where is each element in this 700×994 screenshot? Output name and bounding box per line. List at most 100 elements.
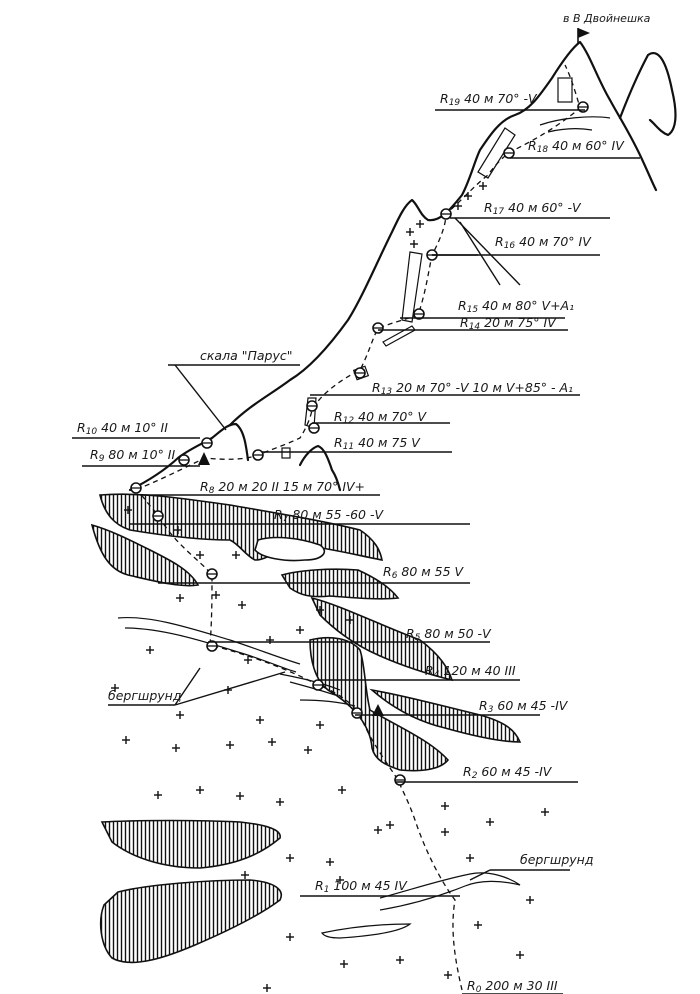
snow-cross-icon <box>316 721 324 729</box>
snow-cross-icon <box>346 616 354 624</box>
pitch-prefix: R <box>425 663 434 678</box>
pitch-description: 80 м 55 -60 -V <box>288 507 384 522</box>
pitch-description: 100 м 45 IV <box>329 878 408 893</box>
pitch-description: 20 м 75° IV <box>480 315 557 330</box>
pitch-description: 80 м 10° II <box>104 447 175 462</box>
pitch-number: 0 <box>476 985 482 994</box>
pitch-number: 15 <box>467 305 479 315</box>
leader-bergschrund-left <box>174 667 286 706</box>
pitch-prefix: R <box>528 138 537 153</box>
pitch-prefix: R <box>463 764 472 779</box>
pitch-description: 40 м 10° II <box>97 420 168 435</box>
snow-cross-icon <box>444 971 452 979</box>
snow-cross-icon <box>212 591 220 599</box>
pitch-label-r17: R17 40 м 60° -V <box>484 200 582 217</box>
pitch-number: 9 <box>99 454 105 464</box>
pitch-prefix: R <box>274 507 283 522</box>
snow-cross-icon <box>286 933 294 941</box>
snow-cross-icon <box>172 744 180 752</box>
pitch-number: 17 <box>493 207 505 217</box>
snow-cross-icon <box>256 716 264 724</box>
pitch-prefix: R <box>90 447 99 462</box>
pitch-prefix: R <box>200 479 209 494</box>
pitch-number: 11 <box>343 442 354 452</box>
snow-cross-icon <box>176 594 184 602</box>
snow-cross-icon <box>340 960 348 968</box>
snow-cross-icon <box>232 551 240 559</box>
snow-cross-icon <box>244 656 252 664</box>
snow-cross-icon <box>266 636 274 644</box>
summit-ridge <box>228 40 677 427</box>
belay-stations <box>130 101 589 786</box>
pitch-prefix: R <box>479 698 488 713</box>
pitch-label-r4: R4 120 м 40 III <box>425 663 516 680</box>
pitch-description: 40 м 70° -V <box>460 91 538 106</box>
snow-cross-icon <box>241 871 249 879</box>
pitch-number: 18 <box>537 145 549 155</box>
pitch-number: 7 <box>283 514 289 524</box>
pitch-prefix: R <box>383 564 392 579</box>
belay-triangle-icon <box>372 704 384 716</box>
feature-leader <box>454 217 521 286</box>
snow-cross-icon <box>486 818 494 826</box>
pitch-label-r19: R19 40 м 70° -V <box>440 91 538 108</box>
snow-cross-icon <box>316 606 324 614</box>
pitch-number: 6 <box>392 571 398 581</box>
pitch-prefix: R <box>77 420 86 435</box>
snow-cross-icon <box>174 526 182 534</box>
snow-cross-icon <box>124 506 132 514</box>
pitch-number: 8 <box>209 486 215 496</box>
crevasses <box>117 616 521 939</box>
snow-cross-icon <box>386 821 394 829</box>
snow-cross-icon <box>336 876 344 884</box>
snow-markers <box>111 182 549 992</box>
belay-triangle-icon <box>198 452 210 465</box>
snow-cross-icon <box>226 741 234 749</box>
snow-cross-icon <box>396 956 404 964</box>
pitch-prefix: R <box>467 978 476 993</box>
pitch-prefix: R <box>372 380 381 395</box>
snow-cross-icon <box>441 802 449 810</box>
rock-bands <box>90 493 522 964</box>
snow-cross-icon <box>111 684 119 692</box>
snow-cross-icon <box>276 798 284 806</box>
pitch-label-r12: R12 40 м 70° V <box>334 409 428 426</box>
pitch-number: 10 <box>86 427 98 437</box>
pitch-number: 12 <box>343 416 355 426</box>
pitch-label-r7: R7 80 м 55 -60 -V <box>274 507 384 524</box>
pitch-label-r6: R6 80 м 55 V <box>383 564 465 581</box>
pitch-label-r5: R5 80 м 50 -V <box>406 626 492 643</box>
bergschrund-left-label: бергшрунд <box>108 688 182 703</box>
pitch-prefix: R <box>334 435 343 450</box>
rock-parus-label: скала "Парус" <box>200 348 292 363</box>
snow-cross-icon <box>176 711 184 719</box>
pitch-description: 200 м 30 III <box>481 978 557 993</box>
pitch-number: 13 <box>381 387 393 397</box>
pitch-description: 80 м 55 V <box>397 564 464 579</box>
pitch-number: 4 <box>434 670 440 680</box>
snow-cross-icon <box>526 896 534 904</box>
snow-cross-icon <box>146 646 154 654</box>
pitch-description: 60 м 45 -IV <box>477 764 552 779</box>
snow-cross-icon <box>541 808 549 816</box>
snow-cross-icon <box>196 786 204 794</box>
pitch-label-r10: R10 40 м 10° II <box>77 420 168 437</box>
snow-cross-icon <box>374 826 382 834</box>
pitch-number: 16 <box>504 241 516 251</box>
pitch-description: 40 м 75 V <box>354 435 421 450</box>
bergschrund-right-label: бергшрунд <box>520 852 594 867</box>
snow-cross-icon <box>416 220 424 228</box>
pitch-description: 40 м 60° IV <box>548 138 625 153</box>
snow-cross-icon <box>326 858 334 866</box>
crack-features <box>281 77 573 459</box>
snow-cross-icon <box>154 791 162 799</box>
pitch-description: 20 м 20 II 15 м 70° IV+ <box>214 479 365 494</box>
pitch-prefix: R <box>406 626 415 641</box>
snow-cross-icon <box>338 786 346 794</box>
pitch-label-r13: R13 20 м 70° -V 10 м V+85° - A₁ <box>372 380 573 397</box>
pitch-description: 80 м 50 -V <box>420 626 492 641</box>
pitch-number: 3 <box>488 705 494 715</box>
snow-cross-icon <box>479 182 487 190</box>
